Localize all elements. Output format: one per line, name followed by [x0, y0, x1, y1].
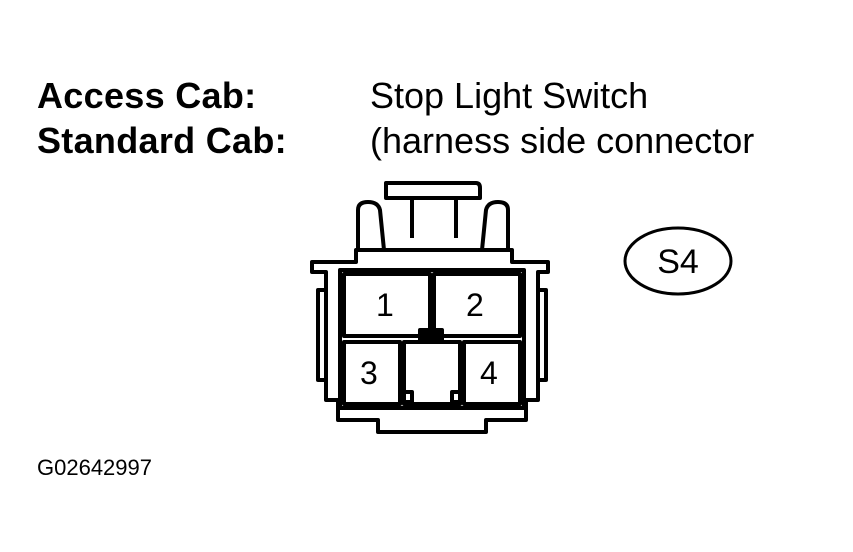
pin-label-4: 4 — [480, 355, 498, 391]
connector-code-ellipse — [623, 226, 733, 296]
pin-cavity-3 — [342, 340, 402, 406]
housing-inner-frame — [338, 268, 526, 410]
figure-id: G02642997 — [37, 455, 152, 480]
key-notch — [418, 328, 444, 344]
pin-label-2: 2 — [466, 287, 484, 323]
key-tab-right — [450, 390, 462, 404]
housing-right-bump — [480, 200, 510, 251]
standard-cab-label: Standard Cab: — [37, 120, 287, 161]
key-tab-left — [402, 390, 414, 404]
pin-cavity-2 — [432, 272, 522, 338]
pin-label-3: 3 — [360, 355, 378, 391]
connector-latch — [384, 181, 482, 200]
housing-left-bump — [356, 200, 386, 251]
housing-left-rib — [316, 288, 328, 382]
component-title: Stop Light Switch — [370, 75, 649, 116]
pin-label-1: 1 — [376, 287, 394, 323]
pin-cavity-1 — [342, 272, 432, 338]
pin-cavity-4 — [462, 340, 522, 406]
housing-right-rib — [536, 288, 548, 382]
connector-housing — [310, 181, 550, 434]
housing-outline — [310, 248, 550, 434]
access-cab-label: Access Cab: — [37, 75, 257, 116]
connector-code: S4 — [657, 243, 699, 281]
component-subtitle: (harness side connector — [370, 120, 755, 161]
